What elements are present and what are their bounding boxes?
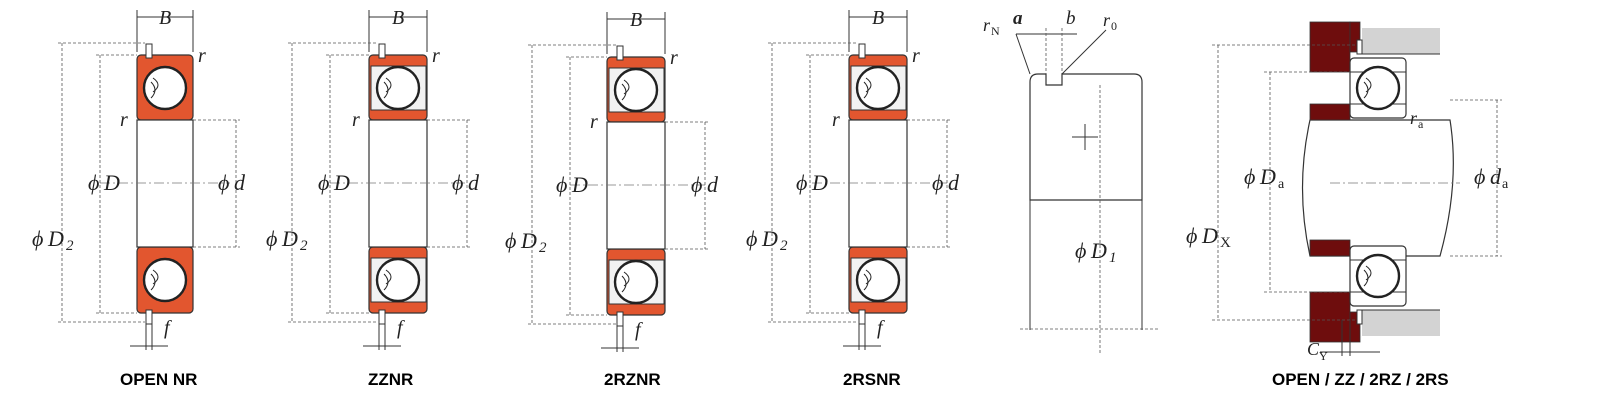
svg-text:ϕ: ϕ xyxy=(318,170,329,195)
label-D: D xyxy=(103,170,120,195)
svg-text:D: D xyxy=(761,226,778,251)
label-B: B xyxy=(159,7,171,29)
label-r-top: r xyxy=(198,45,206,67)
housing-top xyxy=(1309,21,1351,73)
caption-zznr: ZZNR xyxy=(368,370,413,389)
mounting-diagram: ϕ D X ϕ D a ϕ d a r a C Y OPEN / ZZ / 2R… xyxy=(1186,21,1509,389)
svg-text:N: N xyxy=(991,24,1000,38)
svg-text:1: 1 xyxy=(1109,250,1117,266)
svg-text:ϕ: ϕ xyxy=(796,170,807,195)
svg-text:ϕ: ϕ xyxy=(452,170,463,195)
shaft xyxy=(1301,119,1454,257)
svg-text:2: 2 xyxy=(66,238,74,254)
bore xyxy=(136,119,194,248)
svg-text:B: B xyxy=(872,7,884,29)
ball-top xyxy=(142,65,188,111)
svg-text:f: f xyxy=(635,319,643,341)
label-a: a xyxy=(1013,8,1023,29)
svg-text:2: 2 xyxy=(300,238,308,254)
svg-text:r: r xyxy=(912,45,920,67)
label-d: d xyxy=(234,170,246,195)
label-r-inner: r xyxy=(120,109,128,131)
label-b: b xyxy=(1066,8,1076,29)
label-Da: D xyxy=(1259,164,1276,189)
caption-mount: OPEN / ZZ / 2RZ / 2RS xyxy=(1272,370,1449,389)
svg-text:X: X xyxy=(1220,235,1231,251)
svg-text:ϕ: ϕ xyxy=(932,170,943,195)
svg-text:ϕ: ϕ xyxy=(1474,164,1485,189)
svg-text:d: d xyxy=(468,170,480,195)
bearing-2rsnr: B ϕ D 2 ϕ D ϕ d r r f 2RSNR xyxy=(746,7,960,389)
svg-text:D: D xyxy=(520,228,537,253)
svg-text:f: f xyxy=(877,317,885,339)
svg-text:ϕ: ϕ xyxy=(691,172,702,197)
label-DX: D xyxy=(1201,223,1218,248)
svg-text:a: a xyxy=(1418,117,1424,131)
svg-text:B: B xyxy=(630,9,642,31)
svg-text:ϕ: ϕ xyxy=(32,226,43,251)
svg-text:ϕ: ϕ xyxy=(746,226,757,251)
bearing-2rznr: B ϕ D 2 ϕ D ϕ d r r f 2RZNR xyxy=(505,9,719,389)
svg-text:0: 0 xyxy=(1111,19,1117,33)
shaft-shoulder-bottom xyxy=(1309,239,1351,257)
svg-text:r: r xyxy=(590,111,598,133)
svg-text:Y: Y xyxy=(1319,349,1328,363)
label-da: d xyxy=(1490,164,1502,189)
svg-text:ϕ: ϕ xyxy=(218,170,229,195)
svg-text:d: d xyxy=(707,172,719,197)
svg-text:B: B xyxy=(392,7,404,29)
svg-text:a: a xyxy=(1502,177,1509,192)
svg-text:d: d xyxy=(948,170,960,195)
svg-text:ϕ: ϕ xyxy=(1244,164,1255,189)
cover-top xyxy=(1362,28,1440,54)
svg-text:ϕ: ϕ xyxy=(505,228,516,253)
svg-text:r: r xyxy=(670,47,678,69)
svg-text:r: r xyxy=(432,45,440,67)
svg-text:D: D xyxy=(333,170,350,195)
shaft-shoulder-top xyxy=(1309,103,1351,121)
svg-text:D: D xyxy=(281,226,298,251)
svg-text:a: a xyxy=(1278,177,1285,192)
svg-text:ϕ: ϕ xyxy=(1186,223,1197,248)
bearing-open-nr: B ϕ D 2 ϕ D ϕ d r r f OPEN NR xyxy=(32,7,246,389)
svg-text:f: f xyxy=(397,317,405,339)
caption-2rsnr: 2RSNR xyxy=(843,370,901,389)
snap-ring-bottom xyxy=(145,309,153,325)
label-rN: r xyxy=(983,15,991,35)
ball-bottom xyxy=(142,257,188,303)
svg-text:2: 2 xyxy=(780,238,788,254)
svg-text:r: r xyxy=(832,109,840,131)
snap-ring-detail: a b r N r 0 ϕ D 1 xyxy=(983,8,1160,355)
label-ra: r xyxy=(1410,108,1418,128)
snap-ring-top xyxy=(145,43,153,59)
svg-text:D: D xyxy=(571,172,588,197)
svg-text:ϕ: ϕ xyxy=(266,226,277,251)
label-f: f xyxy=(164,317,172,339)
svg-text:2: 2 xyxy=(539,240,547,256)
svg-text:ϕ: ϕ xyxy=(88,170,99,195)
label-CY: C xyxy=(1307,339,1320,359)
svg-text:ϕ: ϕ xyxy=(1075,238,1086,263)
svg-text:D: D xyxy=(811,170,828,195)
svg-text:r: r xyxy=(352,109,360,131)
svg-text:ϕ: ϕ xyxy=(556,172,567,197)
housing-bottom xyxy=(1309,291,1351,343)
caption-open-nr: OPEN NR xyxy=(120,370,197,389)
label-D2: D xyxy=(47,226,64,251)
cover-bottom xyxy=(1362,310,1440,336)
caption-2rznr: 2RZNR xyxy=(604,370,661,389)
bearing-zznr: B ϕ D 2 ϕ D ϕ d r r f ZZNR xyxy=(266,7,480,389)
label-r0: r xyxy=(1103,10,1111,30)
label-D1: D xyxy=(1090,238,1107,263)
